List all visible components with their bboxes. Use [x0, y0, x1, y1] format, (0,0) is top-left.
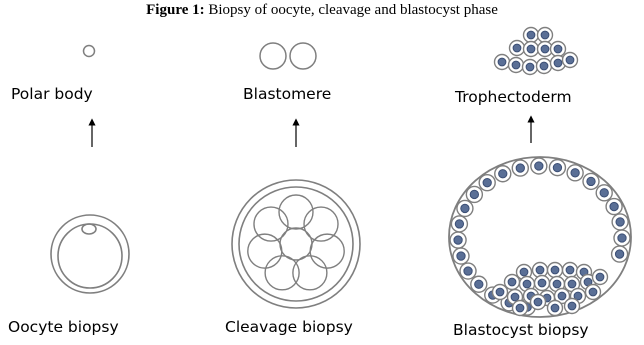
nucleus	[610, 202, 618, 210]
cleavage-cells	[248, 195, 344, 290]
nucleus	[475, 280, 483, 288]
nucleus	[536, 266, 544, 274]
nucleus	[527, 45, 535, 53]
nucleus	[571, 169, 579, 177]
blastocyst-trophectoderm-ring	[450, 158, 630, 315]
nucleus	[568, 302, 576, 310]
nucleus	[566, 56, 574, 64]
nucleus	[527, 31, 535, 39]
nucleus	[454, 236, 462, 244]
nucleus	[511, 293, 519, 301]
nucleus	[615, 250, 623, 258]
nucleus	[516, 304, 524, 312]
nucleus	[516, 164, 524, 172]
nucleus	[553, 280, 561, 288]
trophectoderm-cells	[495, 28, 578, 75]
nucleus	[566, 266, 574, 274]
nucleus	[498, 58, 506, 66]
nucleus	[461, 204, 469, 212]
nucleus	[568, 280, 576, 288]
nucleus	[455, 220, 463, 228]
nucleus	[520, 268, 528, 276]
nucleus	[554, 45, 562, 53]
oocyte-zona	[51, 215, 129, 293]
nucleus	[554, 59, 562, 67]
nucleus	[541, 31, 549, 39]
polar-body-cell	[84, 46, 95, 57]
nucleus	[553, 163, 561, 171]
blastomere-cell	[290, 43, 316, 69]
nucleus	[508, 278, 516, 286]
nucleus	[535, 162, 543, 170]
nucleus	[512, 61, 520, 69]
nucleus	[464, 267, 472, 275]
nucleus	[541, 45, 549, 53]
blastomere	[265, 256, 299, 290]
nucleus	[526, 63, 534, 71]
nucleus	[551, 304, 559, 312]
nucleus	[616, 218, 624, 226]
nucleus	[600, 189, 608, 197]
cleavage-zona-inner	[239, 187, 353, 301]
nucleus	[587, 177, 595, 185]
oocyte	[51, 215, 129, 293]
cleavage-zona-outer	[232, 180, 360, 308]
nucleus	[499, 170, 507, 178]
nucleus	[551, 266, 559, 274]
blastocyst-zona	[449, 157, 631, 317]
blastomere	[280, 228, 312, 260]
nucleus	[538, 279, 546, 287]
nucleus	[558, 292, 566, 300]
nucleus	[513, 44, 521, 52]
nucleus	[596, 273, 604, 281]
blastomere-cell	[260, 43, 286, 69]
oocyte-polar-body	[82, 224, 96, 234]
nucleus	[496, 288, 504, 296]
blastocyst	[449, 157, 631, 317]
cleavage-embryo	[232, 180, 360, 308]
nucleus	[589, 288, 597, 296]
nucleus	[534, 298, 542, 306]
blastomere-cells	[260, 43, 316, 69]
nucleus	[618, 234, 626, 242]
nucleus	[457, 252, 465, 260]
nucleus	[483, 179, 491, 187]
blastomere	[293, 256, 327, 290]
nucleus	[540, 62, 548, 70]
nucleus	[523, 280, 531, 288]
nucleus	[470, 190, 478, 198]
blastomere	[279, 195, 313, 229]
